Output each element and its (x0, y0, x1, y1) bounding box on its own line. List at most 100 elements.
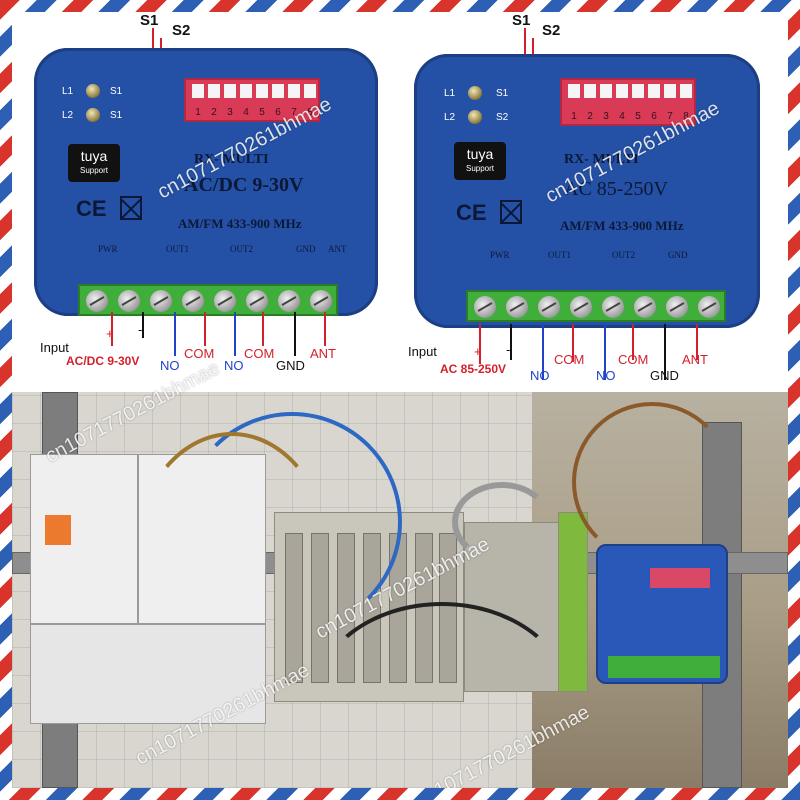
terminal-screw (634, 296, 656, 318)
dip-switch (304, 84, 316, 98)
dip-switch (664, 84, 676, 98)
ce-mark: CE (456, 200, 487, 225)
circuit-breaker (30, 454, 138, 624)
power-label: AC 85-250V (440, 362, 507, 376)
terminal-strip (466, 290, 726, 322)
tuya-logo-text: tuya (80, 148, 108, 164)
dip-number: 3 (227, 107, 233, 118)
dip-switch (208, 84, 220, 98)
s2-pad-label: S2 (496, 112, 509, 123)
tuya-support-text: Support (465, 164, 495, 173)
com2-label: COM (244, 346, 275, 361)
dip-switch (192, 84, 204, 98)
dip-switch (224, 84, 236, 98)
terminal-screw (310, 290, 332, 312)
left-receiver-diagram: S1 S2 L1 S1 L2 S1 1 2 3 4 (12, 12, 400, 388)
dip-switch (632, 84, 644, 98)
dip-number: 2 (587, 111, 593, 122)
no2-label: NO (224, 358, 244, 373)
gnd-wire (664, 324, 666, 380)
right-receiver-diagram: S1 S2 L1 S1 L2 S2 1 2 3 4 (400, 12, 788, 388)
dip-number: 6 (651, 111, 657, 122)
l1-label: L1 (62, 86, 74, 97)
ant-label: ANT (310, 346, 336, 361)
l2-label: L2 (62, 110, 74, 121)
gnd-label: GND (276, 358, 305, 373)
led-l1 (468, 86, 482, 100)
s1-pad-label: S1 (110, 86, 123, 97)
grey-wire-loop (452, 482, 552, 562)
terminal-screw (538, 296, 560, 318)
voltage-rating: AC/DC 9-30V (184, 174, 304, 196)
dip-number: 5 (259, 107, 265, 118)
terminal-screw (246, 290, 268, 312)
dip-switch (648, 84, 660, 98)
dip-switch (584, 84, 596, 98)
dip-number: 4 (243, 107, 249, 118)
terminal-screw (278, 290, 300, 312)
com2-wire (632, 324, 634, 360)
dip-number: 7 (291, 107, 297, 118)
dip-number: 7 (667, 111, 673, 122)
receiver-module: L1 S1 L2 S2 1 2 3 4 5 6 7 (414, 54, 760, 328)
minus-label: - (138, 322, 143, 337)
l2-label: L2 (444, 112, 456, 123)
dip-switch (568, 84, 580, 98)
terminal-screw (150, 290, 172, 312)
blue-wire (182, 412, 402, 632)
dip-number: 1 (195, 107, 201, 118)
terminal-screw (214, 290, 236, 312)
s1-label: S1 (140, 12, 159, 29)
com1-label: COM (554, 352, 585, 367)
dip-number: 3 (603, 111, 609, 122)
terminal-screw (474, 296, 496, 318)
no2-wire (604, 324, 606, 380)
s2-label: S2 (542, 22, 561, 39)
brown-wire (572, 402, 732, 562)
weee-bin-icon (500, 200, 522, 224)
dip-switch (240, 84, 252, 98)
dip-switch-block: 1 2 3 4 5 6 7 8 (184, 78, 320, 122)
terminal-screw (506, 296, 528, 318)
no1-label: NO (530, 368, 550, 383)
minus-wire (142, 312, 144, 338)
ant-wire (696, 324, 698, 360)
pwr-caption: PWR (98, 244, 118, 254)
out1-caption: OUT1 (166, 244, 189, 254)
terminal-screw (86, 290, 108, 312)
l1-label: L1 (444, 88, 456, 99)
gnd-label: GND (650, 368, 679, 383)
led-l2 (468, 110, 482, 124)
model-name: RX- MULTI (194, 152, 269, 167)
out2-caption: OUT2 (612, 250, 635, 260)
terminal-screw (182, 290, 204, 312)
dip-switch (616, 84, 628, 98)
dip-switch (272, 84, 284, 98)
weee-bin-icon (120, 196, 142, 220)
minus-label: - (506, 342, 511, 357)
frequency-text: AM/FM 433-900 MHz (560, 218, 684, 233)
no1-wire (174, 312, 176, 356)
terminal-screw (666, 296, 688, 318)
dip-switch (288, 84, 300, 98)
led-l2 (86, 108, 100, 122)
tuya-support-text: Support (79, 166, 109, 175)
dip-number: 8 (683, 111, 689, 122)
gnd-wire (294, 312, 296, 356)
s1-label: S1 (512, 12, 531, 29)
minus-wire (510, 324, 512, 360)
frequency-text: AM/FM 433-900 MHz (178, 216, 302, 231)
installed-receiver-module (596, 544, 728, 684)
com2-label: COM (618, 352, 649, 367)
dip-number: 2 (211, 107, 217, 118)
installation-photo (12, 392, 788, 788)
tuya-logo: tuya Support (454, 142, 506, 180)
terminal-strip (78, 284, 338, 316)
terminal-screw (570, 296, 592, 318)
ant-caption: ANT (328, 244, 347, 254)
no2-label: NO (596, 368, 616, 383)
com1-wire (572, 324, 574, 362)
led-l1 (86, 84, 100, 98)
dip-number: 8 (307, 107, 313, 118)
ce-mark: CE (76, 196, 107, 221)
